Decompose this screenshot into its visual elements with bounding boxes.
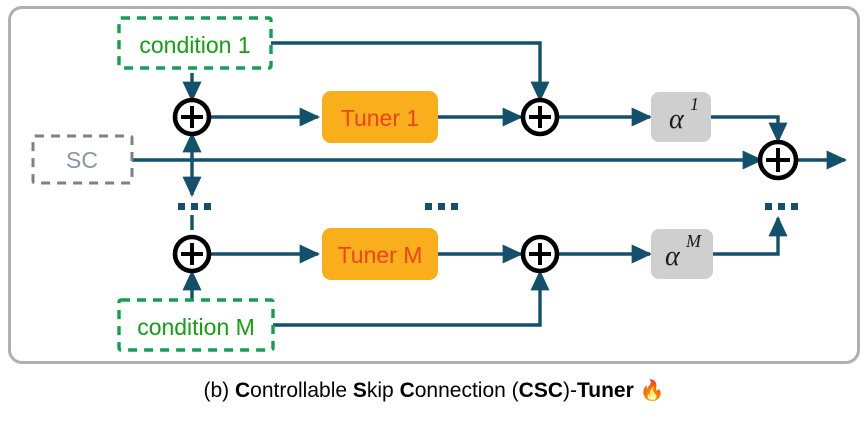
alpha-1-superscript: 1 [690,94,699,114]
edge-conditionM-to-adder-outM [273,269,550,327]
condition-m-label: condition M [137,314,255,340]
caption-body: Controllable Skip Connection (CSC)-Tuner [234,379,634,402]
alpha-m-scale-box: α M [651,229,713,279]
ellipsis-middle [425,203,458,210]
alpha-1-base: α [669,104,685,135]
condition-m-box: condition M [117,298,275,352]
alpha-m-superscript: M [685,231,702,251]
tuner-1-box: Tuner 1 [322,91,438,143]
condition-1-box: condition 1 [117,16,273,70]
fire-icon: 🔥 [639,380,665,402]
ellipsis-left [178,203,211,210]
alpha-1-scale-box: α 1 [651,92,711,142]
edge-alphaM-to-final-adder [711,215,788,256]
alpha-m-base: α [665,241,681,272]
caption-prefix: (b) [203,379,235,402]
figure-caption: (b) Controllable Skip Connection (CSC)-T… [0,378,868,403]
skip-connection-label: SC [66,147,98,173]
edge-condition1-to-adder-out1 [271,41,550,103]
skip-connection-box: SC [31,134,134,185]
edge-alpha1-to-final-adder [711,115,788,144]
adder-group [172,97,799,274]
tuner-m-label: Tuner M [338,242,423,268]
condition-1-label: condition 1 [139,32,250,58]
adder-plus-glyphs [181,106,790,265]
tuner-1-label: Tuner 1 [341,105,419,131]
ellipsis-right [765,203,798,210]
tuner-m-box: Tuner M [322,228,438,280]
